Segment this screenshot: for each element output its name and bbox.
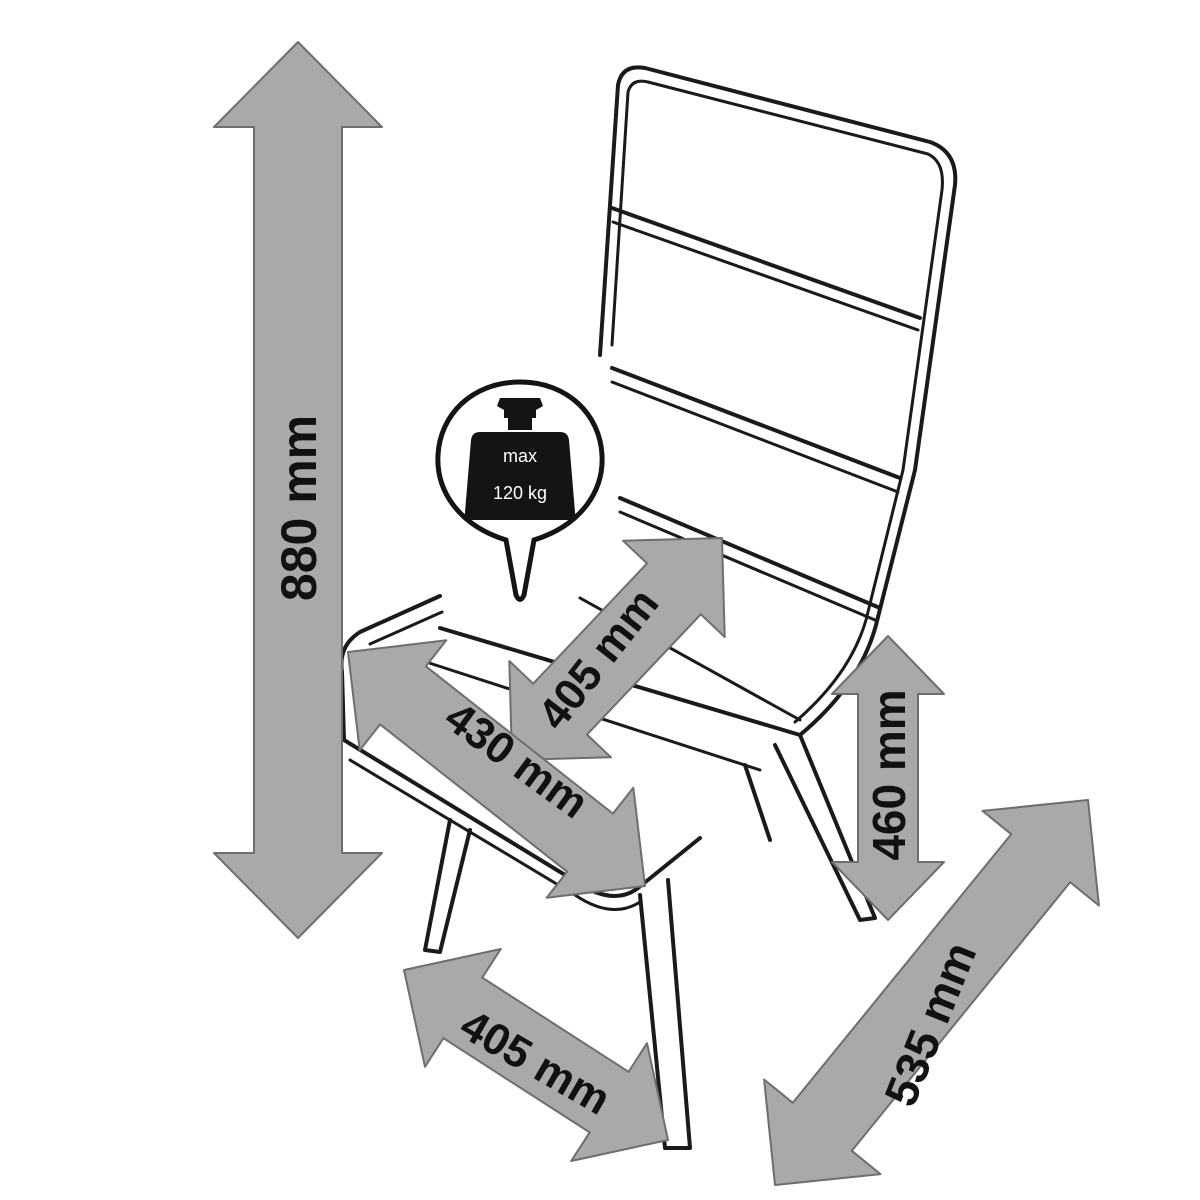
weight-badge-line-2: 120 kg — [493, 483, 547, 503]
chair-leg-back-right — [773, 733, 877, 922]
dim-label-seat-height: 460 mm — [863, 689, 915, 860]
max-weight-badge: max 120 kg — [435, 379, 605, 602]
chair-seat-left-inner — [368, 610, 444, 646]
weight-icon-neck — [508, 418, 532, 430]
chair-backrest-band-6 — [618, 510, 877, 622]
chair-backrest-band-3 — [610, 366, 902, 480]
weight-icon-knob — [497, 398, 543, 418]
dim-arrow-base-width — [403, 948, 669, 1162]
dim-arrow-height-total — [213, 41, 383, 939]
dimension-arrows — [213, 41, 1100, 1186]
dim-label-height-total: 880 mm — [271, 415, 327, 601]
chair-leg-back-left — [743, 763, 772, 842]
weight-badge-line-1: max — [503, 446, 537, 466]
chair-backrest-band-4 — [610, 380, 900, 494]
chair-backrest-band-2 — [611, 220, 920, 332]
weight-icon-body — [464, 432, 576, 520]
weight-icon — [464, 398, 576, 520]
dim-arrow-seat-height — [831, 635, 945, 921]
chair-backrest-inner — [610, 79, 944, 724]
chair-leg-front-right — [638, 878, 692, 1150]
chair-backrest-band-1 — [610, 206, 922, 320]
dim-arrow-seat-depth — [508, 537, 726, 761]
dim-arrow-seat-width — [347, 639, 646, 899]
dim-arrow-base-depth — [763, 799, 1100, 1186]
chair-backrest-band-5 — [618, 496, 882, 610]
chair-leg-front-left — [423, 818, 472, 954]
